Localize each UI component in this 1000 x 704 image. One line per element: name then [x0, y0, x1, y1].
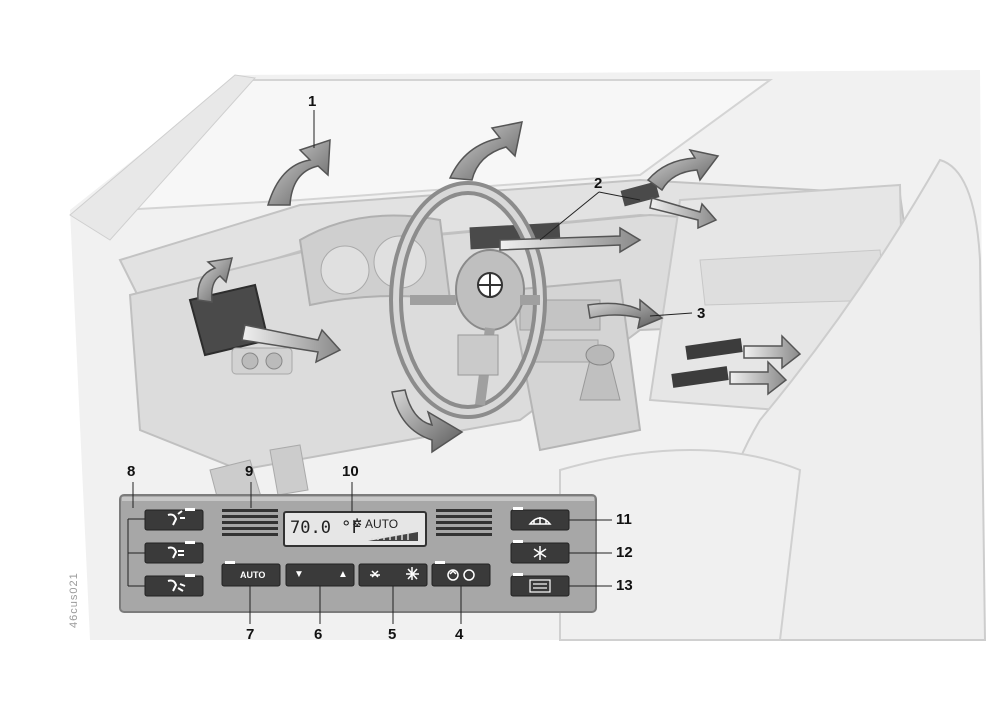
- leader-lines: [313, 110, 693, 317]
- callout-7: 7: [246, 626, 255, 643]
- callout-9: 9: [245, 463, 254, 480]
- callout-3: 3: [697, 305, 706, 322]
- fan-icon: ✲: [352, 516, 363, 530]
- callout-5: 5: [388, 626, 397, 643]
- footwell-air-button[interactable]: [144, 575, 204, 597]
- air-distribution-buttons: [127, 508, 204, 597]
- ac-snowflake-icon: [533, 546, 547, 560]
- fan-low-icon: [370, 570, 380, 578]
- callout-12: 12: [616, 544, 633, 561]
- panel-vent-right: [436, 509, 492, 536]
- panel-vent-left: [222, 509, 278, 536]
- air-flow-arrows: [197, 121, 802, 454]
- right-buttons: [510, 507, 612, 597]
- rear-defrost-button[interactable]: [510, 575, 570, 597]
- lcd-mode: AUTO: [365, 517, 399, 531]
- upper-air-button[interactable]: [144, 509, 204, 531]
- panel-leader-lines: [132, 482, 353, 512]
- callout-8: 8: [127, 463, 136, 480]
- temp-bar-graph: [368, 532, 418, 541]
- steering-wheel: [389, 181, 547, 419]
- lcd-temperature: 70.0 °F: [290, 518, 362, 538]
- rear-defrost-icon: [529, 579, 551, 593]
- callout-4: 4: [455, 626, 464, 643]
- fan-high-icon: [406, 567, 419, 580]
- callout-1: 1: [308, 93, 317, 110]
- footwell-air-icon: [167, 579, 186, 592]
- callout-10: 10: [342, 463, 359, 480]
- upper-air-icon: [167, 510, 185, 526]
- auto-button[interactable]: [221, 563, 281, 587]
- fan-speed-rocker[interactable]: [358, 563, 428, 587]
- temp-up-label: ▲: [338, 569, 348, 580]
- figure-code: 46cus021: [68, 572, 80, 628]
- middle-air-button[interactable]: [144, 542, 204, 564]
- auto-button-label: AUTO: [240, 570, 266, 580]
- callout-11: 11: [616, 511, 632, 528]
- recirculation-button[interactable]: [431, 563, 491, 587]
- temp-down-label: ▼: [294, 569, 304, 580]
- bottom-row-buttons: [221, 561, 491, 624]
- defrost-icon: [528, 517, 552, 525]
- callout-2: 2: [594, 175, 603, 192]
- callout-13: 13: [616, 577, 633, 594]
- middle-air-icon: [167, 546, 184, 559]
- lcd-display: [283, 511, 427, 547]
- recirculation-icon: [447, 569, 475, 581]
- callout-6: 6: [314, 626, 323, 643]
